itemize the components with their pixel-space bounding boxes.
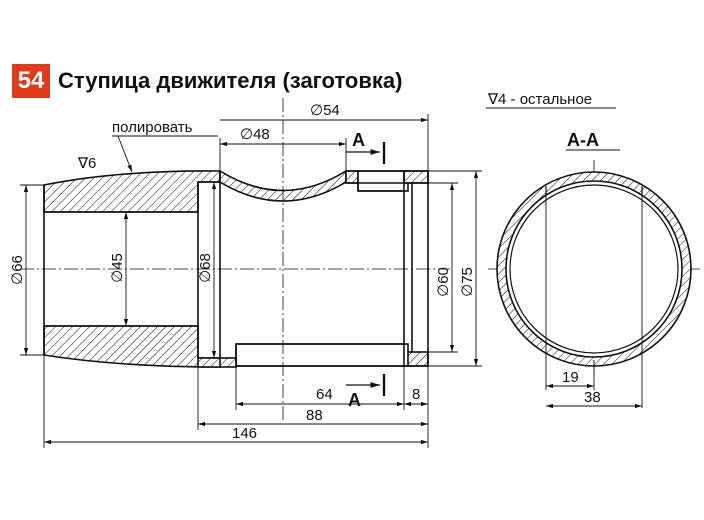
section-cut-markers [346, 142, 386, 396]
dim-d54: ∅54 [310, 102, 340, 119]
section-title: А-А [567, 130, 599, 150]
key-slot-top [357, 170, 409, 192]
hatch-flange-top-right [403, 170, 429, 184]
dim-8: 8 [412, 386, 420, 403]
section-marker-top: А [352, 130, 365, 150]
hub-side-view [43, 169, 429, 368]
hatch-bottom-left [43, 325, 221, 368]
figure-title: Ступица движителя (заготовка) [58, 68, 403, 93]
dim-d45: ∅45 [109, 253, 126, 283]
section-marker-bottom: А [348, 390, 361, 410]
figure-number-badge: 54 [12, 64, 50, 98]
dim-88: 88 [306, 407, 323, 424]
dim-d68: ∅68 [197, 253, 214, 283]
roughness-rest-note: ∇4 - остальное [487, 91, 592, 108]
dim-d48: ∅48 [240, 126, 270, 143]
dim-d66: ∅66 [9, 255, 26, 285]
dim-19: 19 [562, 369, 579, 386]
hatch-flange-top-small [345, 170, 359, 184]
dim-d60: ∅60 [435, 267, 452, 297]
key-slot-bottom [235, 343, 409, 367]
dim-146: 146 [232, 425, 257, 442]
dimension-lines [20, 107, 620, 448]
section-dimensions [546, 383, 642, 409]
dim-38: 38 [584, 389, 601, 406]
polish-note: полировать [112, 119, 193, 136]
dim-64: 64 [316, 386, 333, 403]
section-view-a-a [496, 171, 692, 408]
hatch-top-left [43, 170, 221, 213]
hatch-bottom-thin [197, 357, 237, 368]
roughness-polish: ∇6 [77, 155, 96, 172]
dim-d75: ∅75 [459, 267, 476, 297]
